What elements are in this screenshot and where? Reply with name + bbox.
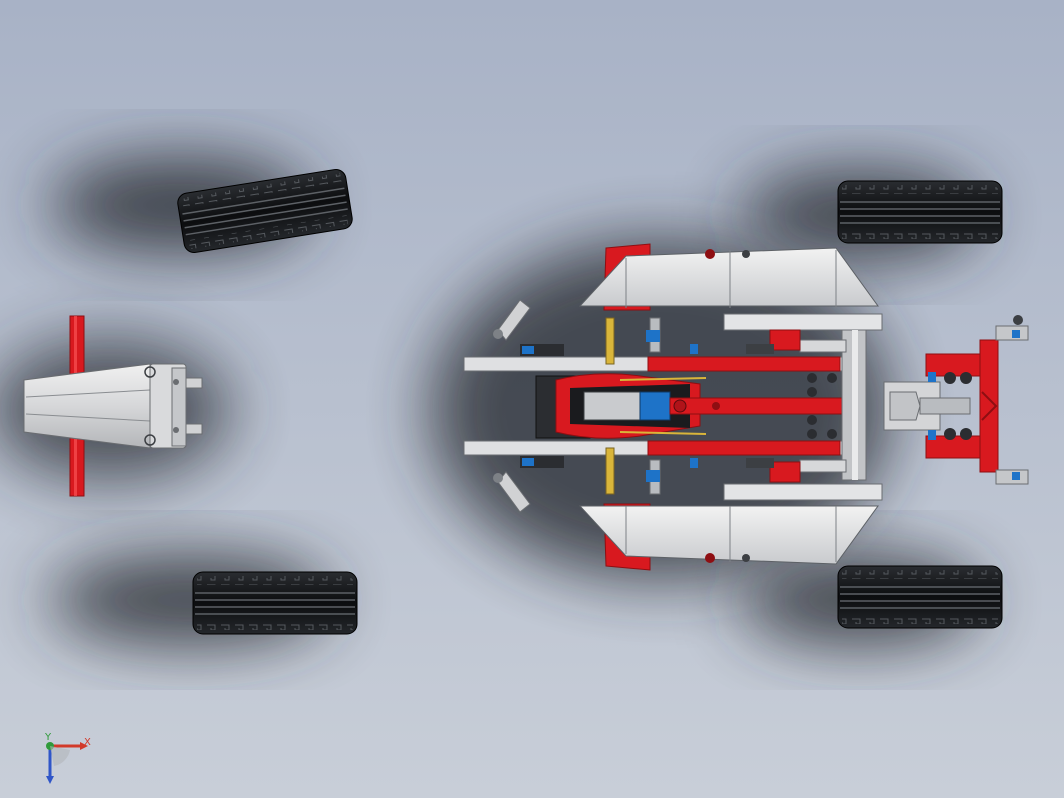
orientation-triad: X Y: [44, 732, 91, 784]
tire-rear-top[interactable]: [837, 180, 1003, 244]
mirror-arm-top: [493, 299, 531, 341]
triad-x-label: X: [84, 737, 91, 748]
mirror-arm-bottom: [493, 471, 531, 513]
cross-members: [520, 317, 867, 495]
main-chassis[interactable]: [463, 243, 883, 571]
tire-loose-bottom-left[interactable]: [192, 571, 358, 635]
side-pod-top[interactable]: [578, 243, 883, 331]
cockpit[interactable]: [535, 373, 707, 439]
tire-loose-top-left[interactable]: [176, 168, 353, 254]
side-pod-bottom[interactable]: [578, 483, 883, 571]
nose-cone-assembly[interactable]: [23, 315, 203, 497]
rear-axle-assembly[interactable]: [883, 315, 1029, 485]
triad-y-label: Y: [44, 732, 52, 743]
tire-rear-bottom[interactable]: [837, 565, 1003, 629]
center-spine: [669, 397, 863, 415]
